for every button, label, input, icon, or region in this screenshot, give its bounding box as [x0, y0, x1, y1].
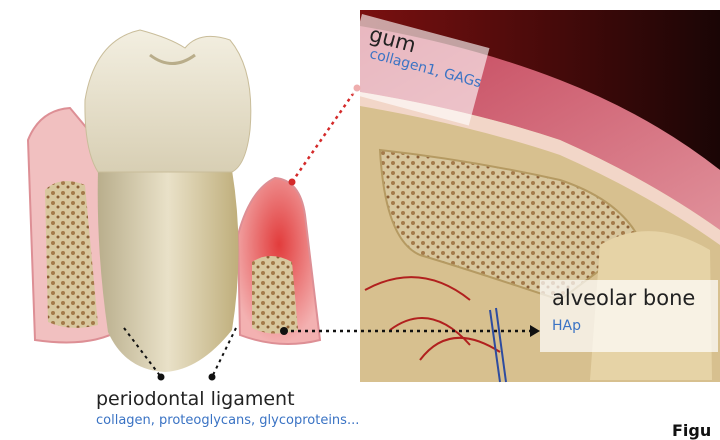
tooth-crown: [85, 30, 251, 172]
periodontal-ligament-composition: collagen, proteoglycans, glycoproteins..…: [96, 413, 359, 428]
tooth-root: [98, 170, 239, 372]
tooth-illustration: [28, 30, 320, 372]
alveolar-bone-label: alveolar bone: [552, 286, 695, 310]
gum-connector: [292, 88, 357, 182]
right-bone: [252, 256, 298, 334]
periodontal-ligament-label: periodontal ligament: [96, 388, 295, 410]
figure-caption-fragment: Figu: [672, 421, 711, 440]
alveolar-bone-composition: HAp: [552, 318, 581, 334]
